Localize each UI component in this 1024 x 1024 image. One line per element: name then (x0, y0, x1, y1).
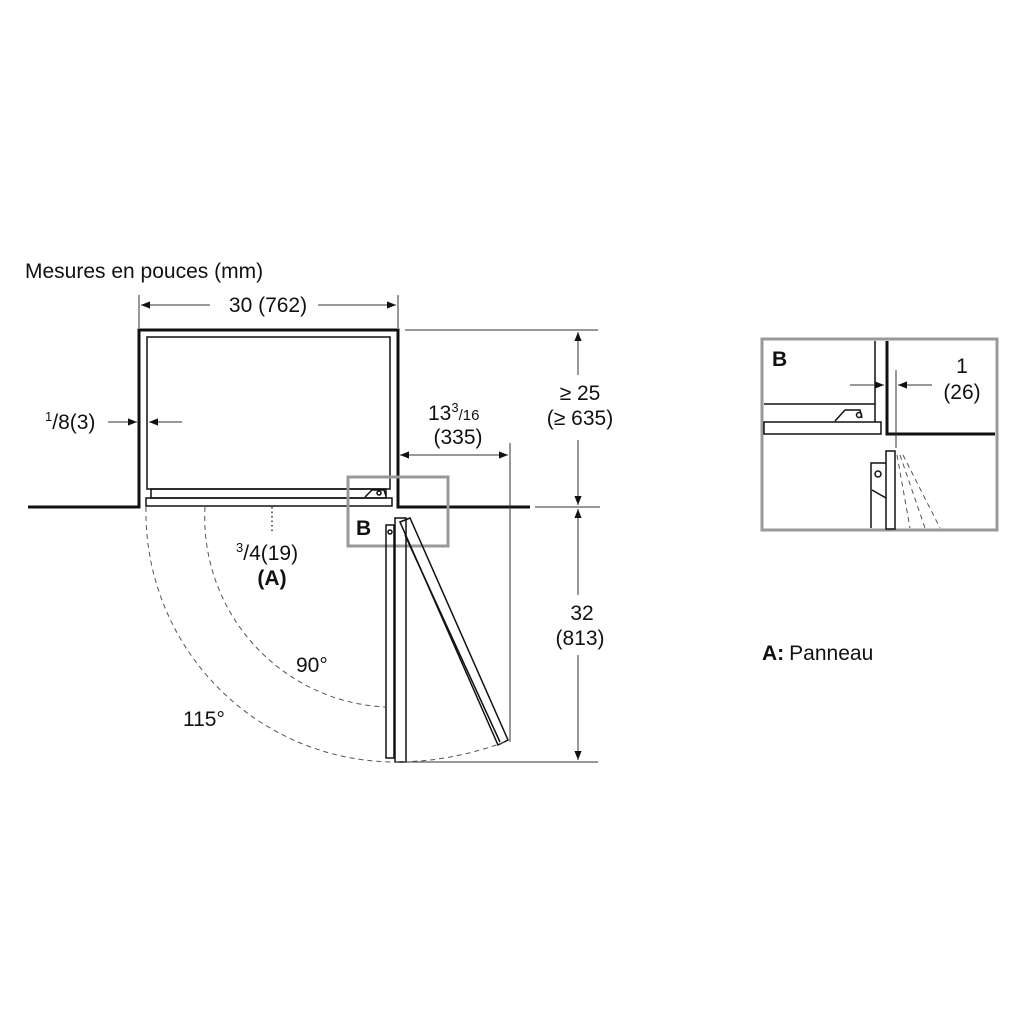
appliance (145, 336, 393, 507)
hinge-icon (834, 409, 863, 422)
svg-text:≥ 25: ≥ 25 (560, 382, 601, 405)
panel-label: (A) (257, 567, 286, 590)
svg-text:30 (762): 30 (762) (229, 294, 307, 317)
svg-text:(26): (26) (943, 381, 980, 404)
angle-90-label: 90° (296, 654, 328, 677)
door-90 (385, 517, 407, 763)
clearance-dimension: 133/16 (335) (400, 400, 511, 742)
door-115 (399, 517, 509, 747)
detail-b-marker (346, 475, 450, 548)
svg-text:1: 1 (956, 355, 968, 378)
swing-arc-115 (145, 506, 506, 763)
svg-text:(813): (813) (555, 627, 604, 650)
svg-text:(≥ 635): (≥ 635) (547, 407, 613, 430)
swing-arc-90 (204, 506, 386, 708)
side-gap-dimension: 1/8(3) (45, 409, 182, 434)
svg-text:B: B (772, 348, 787, 371)
diagram-title: Mesures en pouces (mm) (25, 260, 263, 283)
svg-text:32: 32 (570, 602, 593, 625)
detail-b-inset: B 1 (26) (760, 337, 999, 532)
legend: A:Panneau (762, 642, 873, 665)
angle-115-label: 115° (183, 708, 225, 731)
panel-dimension: 3/4(19) (236, 540, 298, 565)
hinge-icon (364, 489, 387, 498)
width-dimension: 30 (762) (138, 294, 399, 328)
detail-b-label: B (356, 517, 371, 540)
svg-text:133/16: 133/16 (428, 400, 479, 425)
svg-text:1/8(3): 1/8(3) (45, 409, 95, 434)
cabinet-opening (28, 328, 530, 509)
svg-text:(335): (335) (433, 426, 482, 449)
depth-dimension: ≥ 25 (≥ 635) 32 (813) (400, 329, 613, 763)
